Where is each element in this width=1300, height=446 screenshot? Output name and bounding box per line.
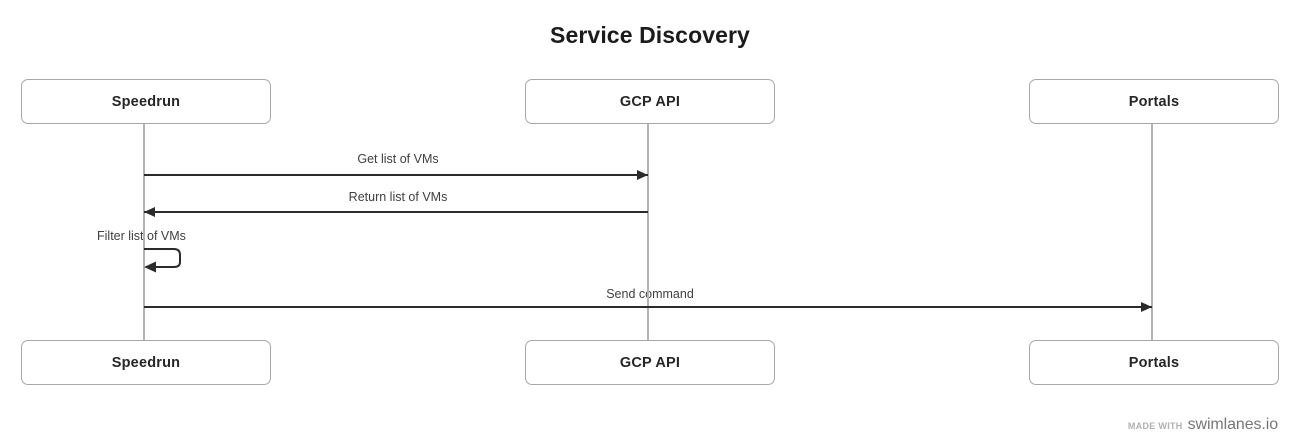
- participant-label: GCP API: [619, 354, 681, 371]
- lifeline-speedrun: [143, 124, 145, 340]
- message-label-msg-filter-list-of-vms: Filter list of VMs: [97, 229, 186, 243]
- participant-label: Portals: [1128, 93, 1180, 110]
- message-line: [144, 174, 648, 176]
- page-title: Service Discovery: [550, 22, 750, 48]
- participant-box-gcp-api-top[interactable]: GCP API: [525, 79, 775, 124]
- participant-box-portals-top[interactable]: Portals: [1029, 79, 1279, 124]
- footer-credit[interactable]: MADE WITH swimlanes.io: [1128, 416, 1278, 434]
- self-message-msg-filter-list-of-vms[interactable]: [144, 248, 194, 279]
- lifeline-portals: [1151, 124, 1153, 340]
- message-label-msg-get-list-of-vms: Get list of VMs: [357, 152, 439, 166]
- participant-box-speedrun-top[interactable]: Speedrun: [21, 79, 271, 124]
- lifeline-gcp-api: [647, 124, 649, 340]
- arrowhead-left-icon: [144, 206, 155, 217]
- footer-brand-link[interactable]: swimlanes.io: [1187, 416, 1278, 433]
- participant-label: Speedrun: [111, 93, 181, 110]
- message-line: [144, 306, 1152, 308]
- participant-label: Speedrun: [111, 354, 181, 371]
- participant-label: Portals: [1128, 354, 1180, 371]
- footer-made-with-label: MADE WITH: [1127, 421, 1183, 431]
- participant-box-speedrun-bottom[interactable]: Speedrun: [21, 340, 271, 385]
- participant-label: GCP API: [619, 93, 681, 110]
- message-label-msg-return-list-of-vms: Return list of VMs: [348, 190, 448, 204]
- message-line: [144, 211, 648, 213]
- participant-box-gcp-api-bottom[interactable]: GCP API: [525, 340, 775, 385]
- message-label-msg-send-command: Send command: [606, 287, 694, 301]
- arrowhead-right-icon: [637, 169, 648, 180]
- participant-box-portals-bottom[interactable]: Portals: [1029, 340, 1279, 385]
- arrowhead-right-icon: [1141, 301, 1152, 312]
